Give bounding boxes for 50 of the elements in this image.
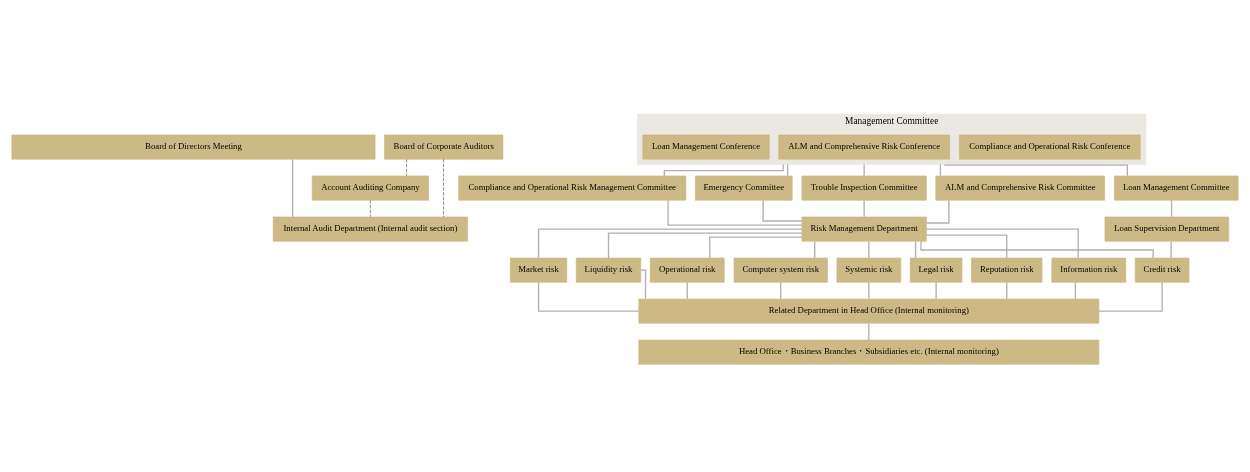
node-box: Information risk <box>1051 257 1127 283</box>
connector <box>537 227 803 258</box>
node-box: Related Department in Head Office (Internal monitoring) <box>638 298 1100 324</box>
node-box: Market risk <box>509 257 568 283</box>
node-box: Loan Supervision Department <box>1104 216 1230 242</box>
connector <box>1098 281 1163 312</box>
node-box: Account Auditing Company <box>311 175 429 200</box>
node-box: Board of Corporate Auditors <box>384 134 504 159</box>
connector <box>443 158 444 217</box>
connector <box>868 322 870 341</box>
node-box: Compliance and Operational Risk Management Committee <box>458 175 687 200</box>
node-box: Risk Management Department <box>801 216 927 242</box>
node-box: Loan Management Committee <box>1114 175 1239 200</box>
connector <box>406 158 407 176</box>
connector <box>370 199 371 217</box>
node-box: Trouble Inspection Committee <box>801 175 927 200</box>
connector <box>1170 240 1172 258</box>
node-box: Computer system risk <box>733 257 828 283</box>
node-box: Internal Audit Department (Internal audit section) <box>272 216 468 242</box>
connector <box>667 199 803 226</box>
node-box: ALM and Comprehensive Risk Conference <box>778 134 950 159</box>
node-box: Operational risk <box>649 257 725 283</box>
node-box: Board of Directors Meeting <box>11 134 376 159</box>
connector <box>925 227 1079 258</box>
connector <box>868 281 870 300</box>
connector <box>868 240 870 258</box>
node-box: ALM and Comprehensive Risk Committee <box>935 175 1105 200</box>
connector <box>863 199 865 217</box>
connector <box>640 268 647 300</box>
connector <box>925 233 1008 259</box>
connector <box>920 240 1154 259</box>
connector <box>863 163 865 176</box>
connector <box>292 157 294 218</box>
node-box: Credit risk <box>1134 257 1190 283</box>
connector <box>663 163 784 177</box>
node-box: Head Office・Business Branches・Subsidiaries etc. (Internal monitoring) <box>638 339 1100 365</box>
connector <box>925 199 950 224</box>
connector <box>762 199 803 222</box>
node-box: Compliance and Operational Risk Conference <box>959 134 1141 159</box>
node-box: Systemic risk <box>836 257 902 283</box>
node-box: Liquidity risk <box>575 257 642 283</box>
connector <box>607 231 803 259</box>
connector <box>935 281 937 300</box>
node-box: Loan Management Conference <box>642 134 770 159</box>
connector <box>537 281 640 312</box>
node-box: Reputation risk <box>971 257 1043 283</box>
connector <box>709 236 803 259</box>
node-box: Emergency Committee <box>694 175 793 200</box>
node-box: Legal risk <box>909 257 963 283</box>
connector <box>944 163 1128 176</box>
